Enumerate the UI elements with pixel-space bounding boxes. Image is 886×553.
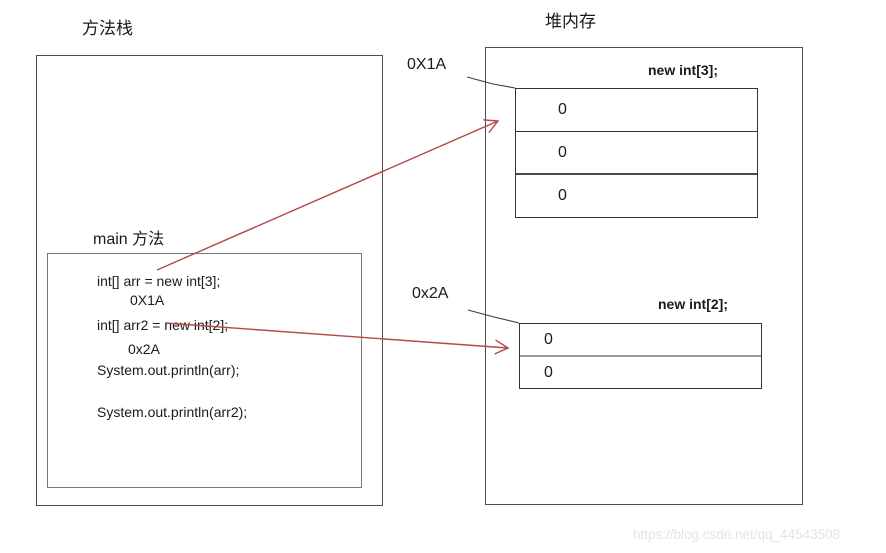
- stack-title: 方法栈: [82, 19, 133, 38]
- code-line-println-arr: System.out.println(arr);: [97, 362, 240, 378]
- code-line-arr2-address: 0x2A: [128, 341, 160, 357]
- array2-cell-0: 0: [520, 324, 761, 357]
- array1-new-int3-label: new int[3];: [648, 62, 718, 78]
- array1-cell-1: 0: [516, 132, 757, 176]
- watermark: https://blog.csdn.net/qq_44543508: [633, 527, 841, 542]
- heap-array2-box: 0 0: [519, 323, 762, 389]
- heap-address-label-0x1a: 0X1A: [407, 56, 447, 73]
- code-line-arr-declaration: int[] arr = new int[3];: [97, 273, 221, 289]
- code-line-arr-address: 0X1A: [130, 292, 165, 308]
- main-method-frame-box: [47, 253, 362, 488]
- array2-cell-1: 0: [544, 363, 553, 381]
- heap-address-label-0x2a: 0x2A: [412, 285, 449, 302]
- code-line-arr2-declaration: int[] arr2 = new int[2];: [97, 317, 229, 333]
- array1-cell-0: 0: [516, 89, 757, 132]
- array1-cell-2: 0: [558, 187, 567, 205]
- code-line-println-arr2: System.out.println(arr2);: [97, 404, 248, 420]
- heap-array1-box: 0 0 0: [515, 88, 758, 218]
- array2-new-int2-label: new int[2];: [658, 296, 728, 312]
- heap-title: 堆内存: [545, 12, 596, 31]
- main-method-label: main 方法: [93, 231, 165, 248]
